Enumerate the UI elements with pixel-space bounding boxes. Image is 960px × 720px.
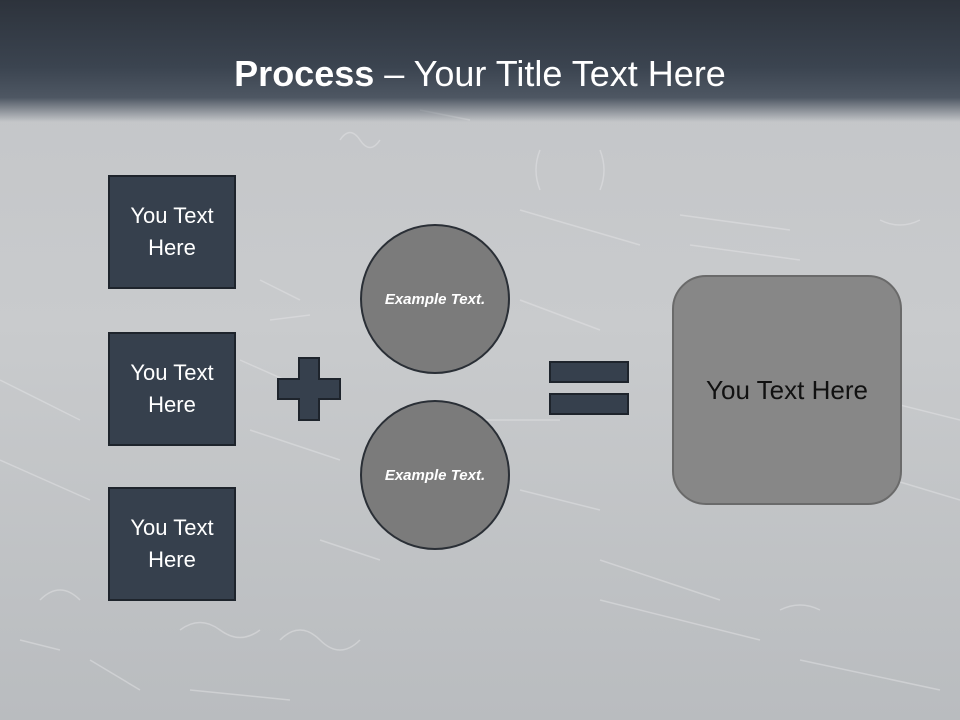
- title-rest: – Your Title Text Here: [374, 53, 726, 94]
- example-circle-1[interactable]: Example Text.: [360, 224, 510, 374]
- slide-title: Process – Your Title Text Here: [0, 52, 960, 96]
- example-circle-2[interactable]: Example Text.: [360, 400, 510, 550]
- title-bar: [0, 0, 960, 122]
- input-box-3[interactable]: You Text Here: [108, 487, 236, 601]
- title-bold: Process: [234, 53, 375, 94]
- equals-icon: [549, 361, 629, 415]
- input-box-1[interactable]: You Text Here: [108, 175, 236, 289]
- result-box[interactable]: You Text Here: [672, 275, 902, 505]
- input-box-2[interactable]: You Text Here: [108, 332, 236, 446]
- plus-icon: [277, 357, 341, 421]
